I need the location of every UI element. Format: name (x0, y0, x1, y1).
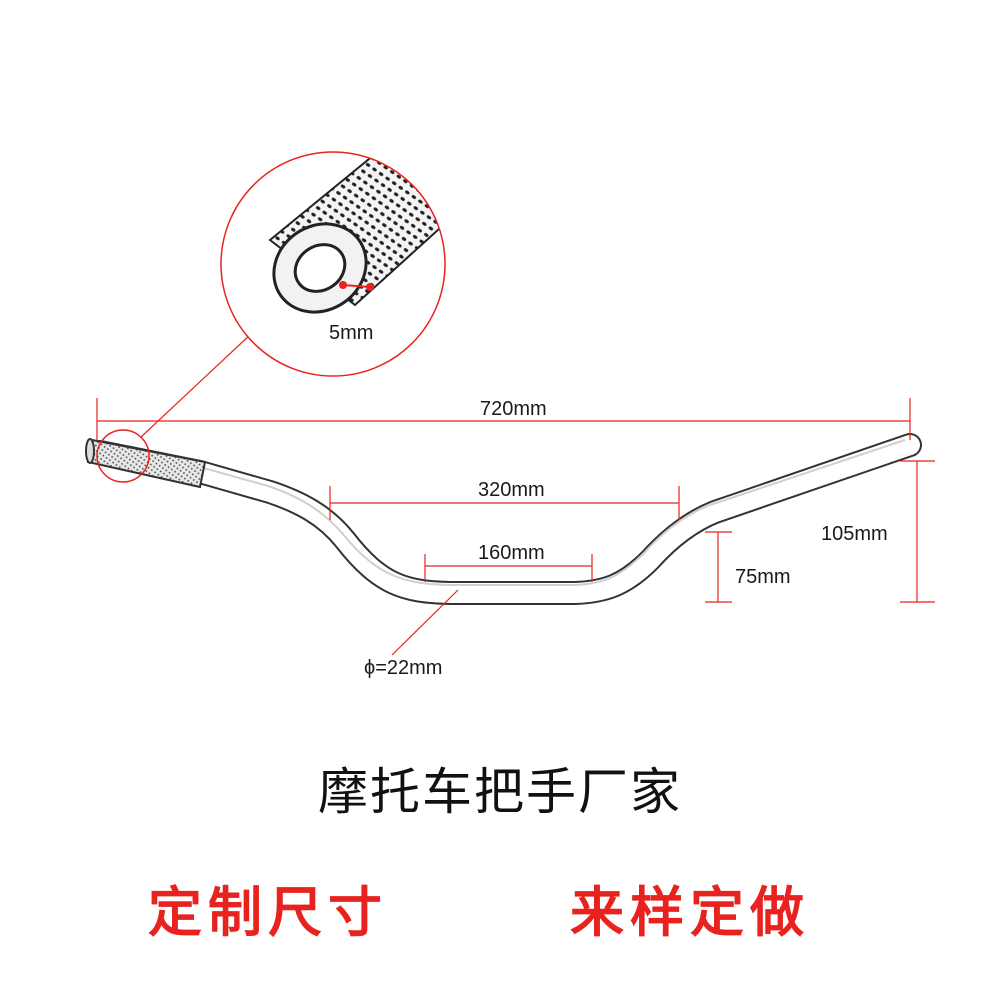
handlebar-diagram: 5mm 720mm 320mm 160mm 105mm 75mm ϕ=22mm (85, 151, 935, 679)
mid-width-dimension (329, 486, 680, 520)
rise-total-label: 105mm (821, 523, 888, 545)
promo-custom-size: 定制尺寸 (148, 881, 388, 944)
rise-total-dimension (900, 460, 935, 603)
knurled-grip (85, 438, 207, 489)
diameter-label: ϕ=22mm (364, 657, 442, 679)
center-width-dimension (424, 554, 593, 582)
zoom-leader-line (140, 332, 253, 438)
handlebar-tube (88, 433, 922, 605)
page-title: 摩托车把手厂家 (318, 763, 682, 821)
promo-sample-made: 来样定做 (570, 881, 810, 944)
overall-width-dimension (96, 398, 911, 440)
overall-width-label: 720mm (480, 398, 547, 420)
rise-inner-label: 75mm (735, 566, 791, 588)
center-width-label: 160mm (478, 542, 545, 564)
zoom-detail (220, 151, 446, 377)
grip-highlight-circle (96, 429, 150, 483)
diameter-leader-line (391, 589, 459, 656)
mid-width-label: 320mm (478, 479, 545, 501)
rise-inner-dimension (705, 531, 732, 603)
wall-thickness-label: 5mm (329, 322, 373, 344)
